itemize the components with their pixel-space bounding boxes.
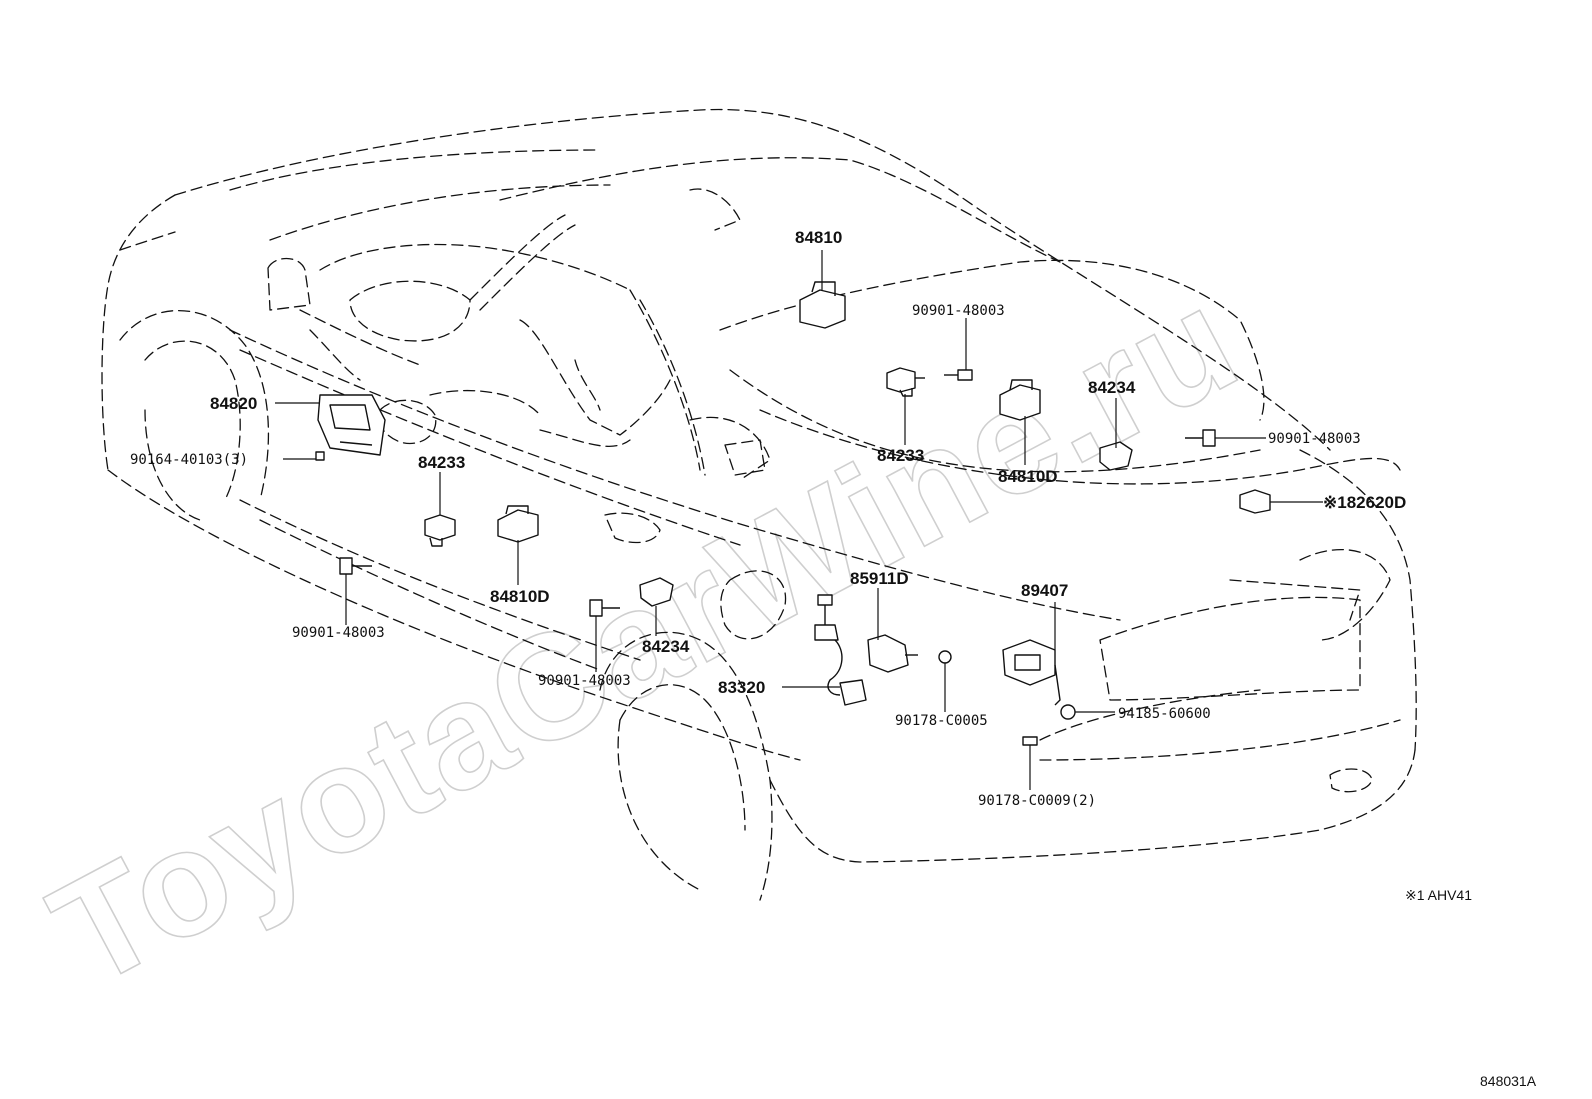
part-bolt-right (1185, 429, 1216, 447)
label-90901-bottom: 90901-48003 (538, 673, 631, 689)
part-84810-top (799, 281, 846, 329)
part-bolt-bottom (589, 599, 620, 617)
label-84233-center: 84233 (877, 446, 924, 465)
part-82620d (1239, 489, 1271, 514)
label-90178-c0005: 90178-C0005 (895, 713, 988, 729)
label-90901-right: 90901-48003 (1268, 431, 1361, 447)
figure-code: 848031A (1480, 1073, 1537, 1089)
label-90164: 90164-40103(3) (130, 452, 248, 468)
label-84233-left: 84233 (418, 453, 465, 472)
part-84810d-left (497, 505, 539, 543)
part-84234-bottom (639, 577, 674, 607)
footnote: ※1 AHV41 (1405, 887, 1472, 903)
label-84234-bottom: 84234 (642, 637, 690, 656)
part-84234-right (1099, 441, 1133, 471)
label-89407: 89407 (1021, 581, 1068, 600)
label-84234-right: 84234 (1088, 378, 1136, 397)
label-84810-top: 84810 (795, 228, 842, 247)
vehicle-outline (101, 108, 1417, 901)
label-90901-top: 90901-48003 (912, 303, 1005, 319)
part-84820 (317, 394, 386, 456)
part-84810d-right (999, 379, 1041, 421)
label-90178-c0009: 90178-C0009(2) (978, 793, 1096, 809)
part-bolt-top (944, 369, 973, 381)
part-bolt-left (339, 557, 372, 575)
part-83320 (814, 594, 867, 706)
part-labels: 84810 90901-48003 84234 84820 90164-4010… (130, 228, 1406, 809)
leader-lines (275, 250, 1323, 790)
part-85911d (867, 634, 918, 673)
label-85911d: 85911D (850, 569, 909, 588)
part-screw-90164 (315, 451, 325, 461)
label-90901-left: 90901-48003 (292, 625, 385, 641)
label-83320: 83320 (718, 678, 765, 697)
part-nut-90178-c0009 (1022, 736, 1038, 746)
part-nut-90178-c0005 (938, 650, 952, 664)
label-94185: 94185-60600 (1118, 706, 1211, 722)
part-nut-94185 (1060, 704, 1076, 720)
parts (315, 281, 1271, 746)
label-82620d: ※182620D (1323, 493, 1406, 512)
part-84233-center (886, 367, 925, 397)
part-89407 (1002, 639, 1061, 706)
part-84233-left (424, 514, 456, 547)
label-84810d-right: 84810D (998, 467, 1058, 486)
label-84820: 84820 (210, 394, 257, 413)
label-84810d-left: 84810D (490, 587, 550, 606)
